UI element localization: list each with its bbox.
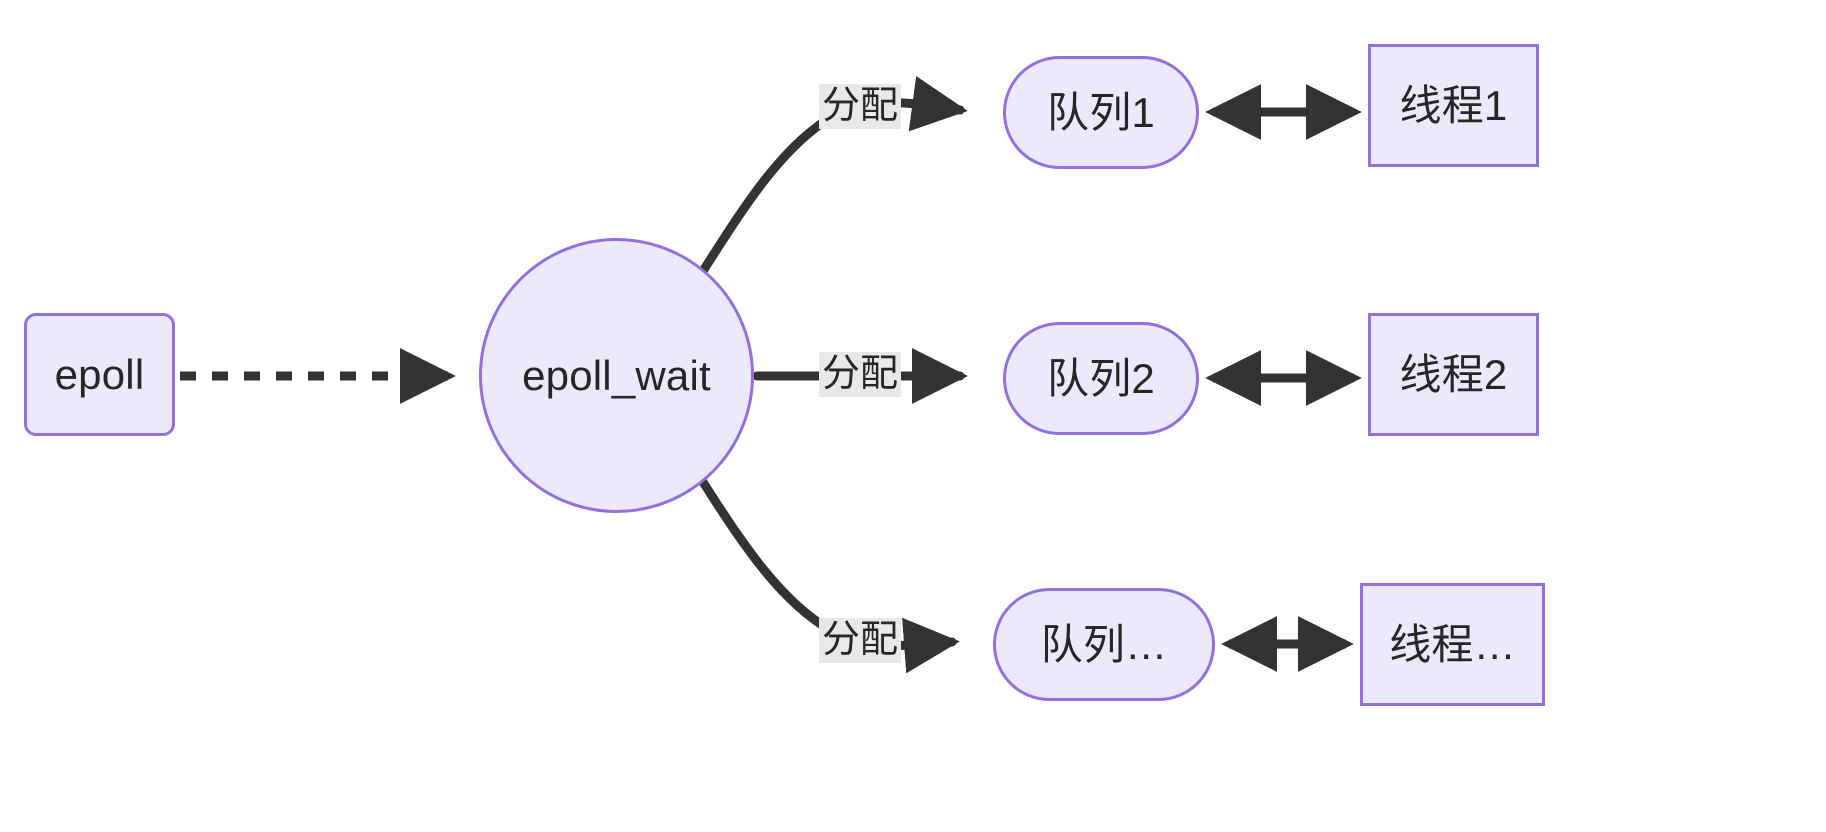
node-epoll-wait-label: epoll_wait bbox=[522, 351, 711, 399]
node-epoll[interactable]: epoll bbox=[24, 313, 175, 436]
node-thread-n-label: 线程… bbox=[1389, 620, 1516, 668]
node-queue-2[interactable]: 队列2 bbox=[1003, 322, 1199, 435]
node-queue-1[interactable]: 队列1 bbox=[1003, 56, 1199, 169]
node-epoll-wait[interactable]: epoll_wait bbox=[479, 238, 754, 513]
node-queue-n-label: 队列… bbox=[1040, 620, 1168, 668]
node-thread-n[interactable]: 线程… bbox=[1360, 583, 1545, 706]
node-queue-1-label: 队列1 bbox=[1047, 88, 1155, 136]
node-queue-n[interactable]: 队列… bbox=[993, 588, 1215, 701]
edge-label-alloc-3: 分配 bbox=[819, 618, 902, 663]
edge-label-alloc-1: 分配 bbox=[819, 84, 902, 129]
node-thread-2[interactable]: 线程2 bbox=[1368, 313, 1539, 436]
node-queue-2-label: 队列2 bbox=[1047, 354, 1155, 402]
edge-label-alloc-2: 分配 bbox=[819, 352, 902, 397]
node-thread-1-label: 线程1 bbox=[1399, 81, 1508, 129]
node-thread-1[interactable]: 线程1 bbox=[1368, 44, 1539, 167]
node-epoll-label: epoll bbox=[54, 350, 145, 398]
node-thread-2-label: 线程2 bbox=[1399, 350, 1508, 398]
